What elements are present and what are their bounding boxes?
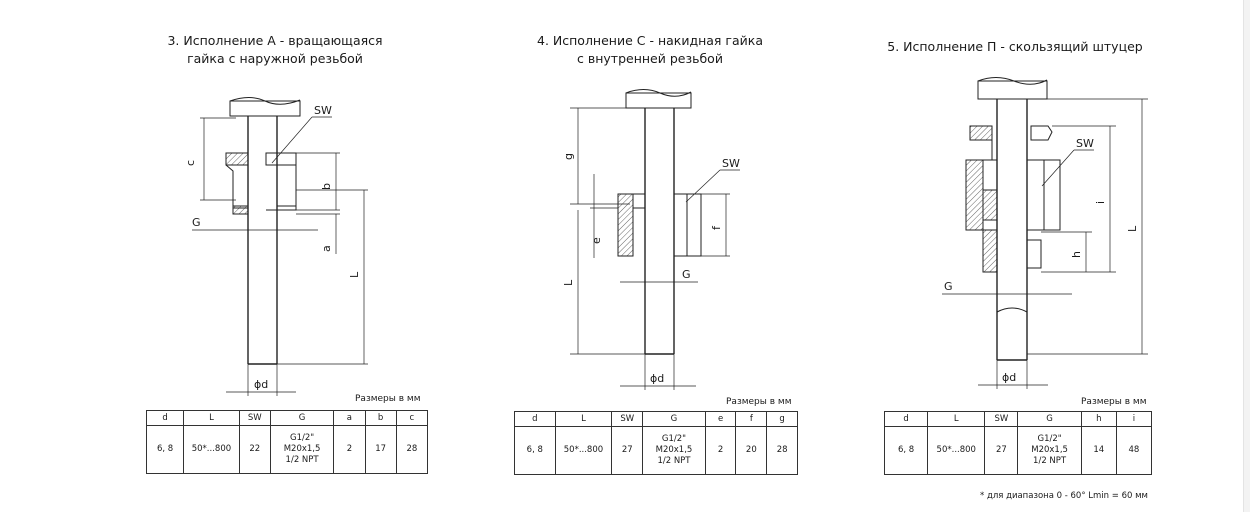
panel-version-c: 4. Исполнение С - накидная гайка с внутр… bbox=[430, 0, 820, 512]
table-header-cell: c bbox=[395, 410, 429, 426]
table-cell: 27 bbox=[984, 426, 1019, 475]
panel-a-title-line1: 3. Исполнение А - вращающаяся bbox=[167, 33, 383, 48]
label-phi-d: ϕd bbox=[254, 378, 268, 391]
table-cell: G1/2" M20x1,5 1/2 NPT bbox=[269, 425, 335, 474]
panel-a-title-line2: гайка с наружной резьбой bbox=[187, 51, 363, 66]
table-header-cell: SW bbox=[611, 411, 644, 427]
table-cell: G1/2" M20x1,5 1/2 NPT bbox=[642, 426, 706, 475]
table-row: 6, 8 50*...800 22 G1/2" M20x1,5 1/2 NPT … bbox=[145, 425, 429, 474]
table-row: 6, 8 50*...800 27 G1/2" M20x1,5 1/2 NPT … bbox=[514, 426, 798, 475]
label-g-small: g bbox=[562, 153, 575, 160]
label-g: G bbox=[192, 216, 201, 229]
table-cell: 17 bbox=[364, 425, 397, 474]
table-header-cell: h bbox=[1080, 411, 1117, 427]
table-header-row: d L SW G h i bbox=[883, 411, 1153, 427]
label-l: L bbox=[348, 271, 361, 278]
label-b: b bbox=[320, 183, 333, 190]
table-header-cell: i bbox=[1115, 411, 1153, 427]
label-i: i bbox=[1094, 201, 1107, 204]
drawing-version-a: SW c b G a L ϕd bbox=[184, 97, 368, 396]
units-note-p: Размеры в мм bbox=[1081, 397, 1147, 407]
table-cell: G1/2" M20x1,5 1/2 NPT bbox=[1017, 426, 1082, 475]
table-header-cell: d bbox=[514, 411, 556, 427]
label-phi-d: ϕd bbox=[1002, 371, 1016, 384]
dimensions-table-c: d L SW G e f g 6, 8 50*...800 27 G1/2" M… bbox=[514, 411, 798, 475]
table-header-cell: G bbox=[642, 411, 706, 427]
footnote: * для диапазона 0 - 60° Lmin = 60 мм bbox=[980, 491, 1148, 501]
label-sw: SW bbox=[314, 104, 332, 117]
table-header-cell: L bbox=[183, 410, 240, 426]
table-row: 6, 8 50*...800 27 G1/2" M20x1,5 1/2 NPT … bbox=[883, 426, 1153, 475]
panel-version-a: 3. Исполнение А - вращающаяся гайка с на… bbox=[0, 0, 430, 512]
table-cell: 2 bbox=[333, 425, 366, 474]
table-cell: 28 bbox=[766, 426, 798, 475]
table-cell: 6, 8 bbox=[514, 426, 556, 475]
panel-version-p: 5. Исполнение П - скользящий штуцер bbox=[820, 0, 1244, 512]
table-header-cell: g bbox=[766, 411, 798, 427]
table-cell: 50*...800 bbox=[554, 426, 613, 475]
label-c: c bbox=[184, 160, 197, 166]
panel-p-title-line1: 5. Исполнение П - скользящий штуцер bbox=[887, 39, 1143, 54]
table-cell: 2 bbox=[704, 426, 737, 475]
table-cell: 50*...800 bbox=[183, 425, 240, 474]
vertical-scrollbar[interactable] bbox=[1243, 0, 1250, 512]
panel-a-title: 3. Исполнение А - вращающаяся гайка с на… bbox=[130, 32, 420, 68]
label-sw: SW bbox=[1076, 137, 1094, 150]
table-header-cell: d bbox=[883, 411, 929, 427]
drawing-version-p: SW i h L G ϕd bbox=[942, 77, 1148, 389]
table-header-row: d L SW G a b c bbox=[145, 410, 429, 426]
dimensions-table-a: d L SW G a b c 6, 8 50*...800 22 G1/2" M… bbox=[145, 410, 429, 474]
table-cell: 6, 8 bbox=[145, 425, 185, 474]
dimensions-table-p: d L SW G h i 6, 8 50*...800 27 G1/2" M20… bbox=[883, 411, 1153, 475]
table-header-row: d L SW G e f g bbox=[514, 411, 798, 427]
label-l: L bbox=[562, 279, 575, 286]
label-sw: SW bbox=[722, 157, 740, 170]
table-header-cell: b bbox=[364, 410, 397, 426]
table-header-cell: G bbox=[1017, 411, 1082, 427]
panel-c-title-line1: 4. Исполнение С - накидная гайка bbox=[537, 33, 763, 48]
table-cell: 6, 8 bbox=[883, 426, 929, 475]
panel-p-title: 5. Исполнение П - скользящий штуцер bbox=[860, 38, 1170, 56]
table-cell: 27 bbox=[611, 426, 644, 475]
label-h: h bbox=[1070, 251, 1083, 258]
table-header-cell: L bbox=[554, 411, 613, 427]
panel-c-title-line2: с внутренней резьбой bbox=[577, 51, 723, 66]
table-cell: 50*...800 bbox=[927, 426, 986, 475]
table-header-cell: e bbox=[704, 411, 737, 427]
label-e: e bbox=[590, 237, 603, 244]
label-a: a bbox=[320, 245, 333, 252]
table-cell: 48 bbox=[1115, 426, 1153, 475]
units-note-a: Размеры в мм bbox=[355, 394, 421, 404]
table-header-cell: SW bbox=[238, 410, 271, 426]
table-cell: 14 bbox=[1080, 426, 1117, 475]
label-g: G bbox=[682, 268, 691, 281]
table-cell: 28 bbox=[395, 425, 429, 474]
label-g: G bbox=[944, 280, 953, 293]
table-header-cell: L bbox=[927, 411, 986, 427]
label-l: L bbox=[1126, 225, 1139, 232]
table-header-cell: d bbox=[145, 410, 185, 426]
panel-c-title: 4. Исполнение С - накидная гайка с внутр… bbox=[505, 32, 795, 68]
table-cell: 22 bbox=[238, 425, 271, 474]
table-header-cell: SW bbox=[984, 411, 1019, 427]
table-header-cell: G bbox=[269, 410, 335, 426]
units-note-c: Размеры в мм bbox=[726, 397, 792, 407]
table-header-cell: f bbox=[735, 411, 768, 427]
table-header-cell: a bbox=[333, 410, 366, 426]
table-cell: 20 bbox=[735, 426, 768, 475]
drawing-version-c: SW g e f L G ϕd bbox=[562, 89, 740, 390]
label-f: f bbox=[710, 225, 723, 230]
label-phi-d: ϕd bbox=[650, 372, 664, 385]
